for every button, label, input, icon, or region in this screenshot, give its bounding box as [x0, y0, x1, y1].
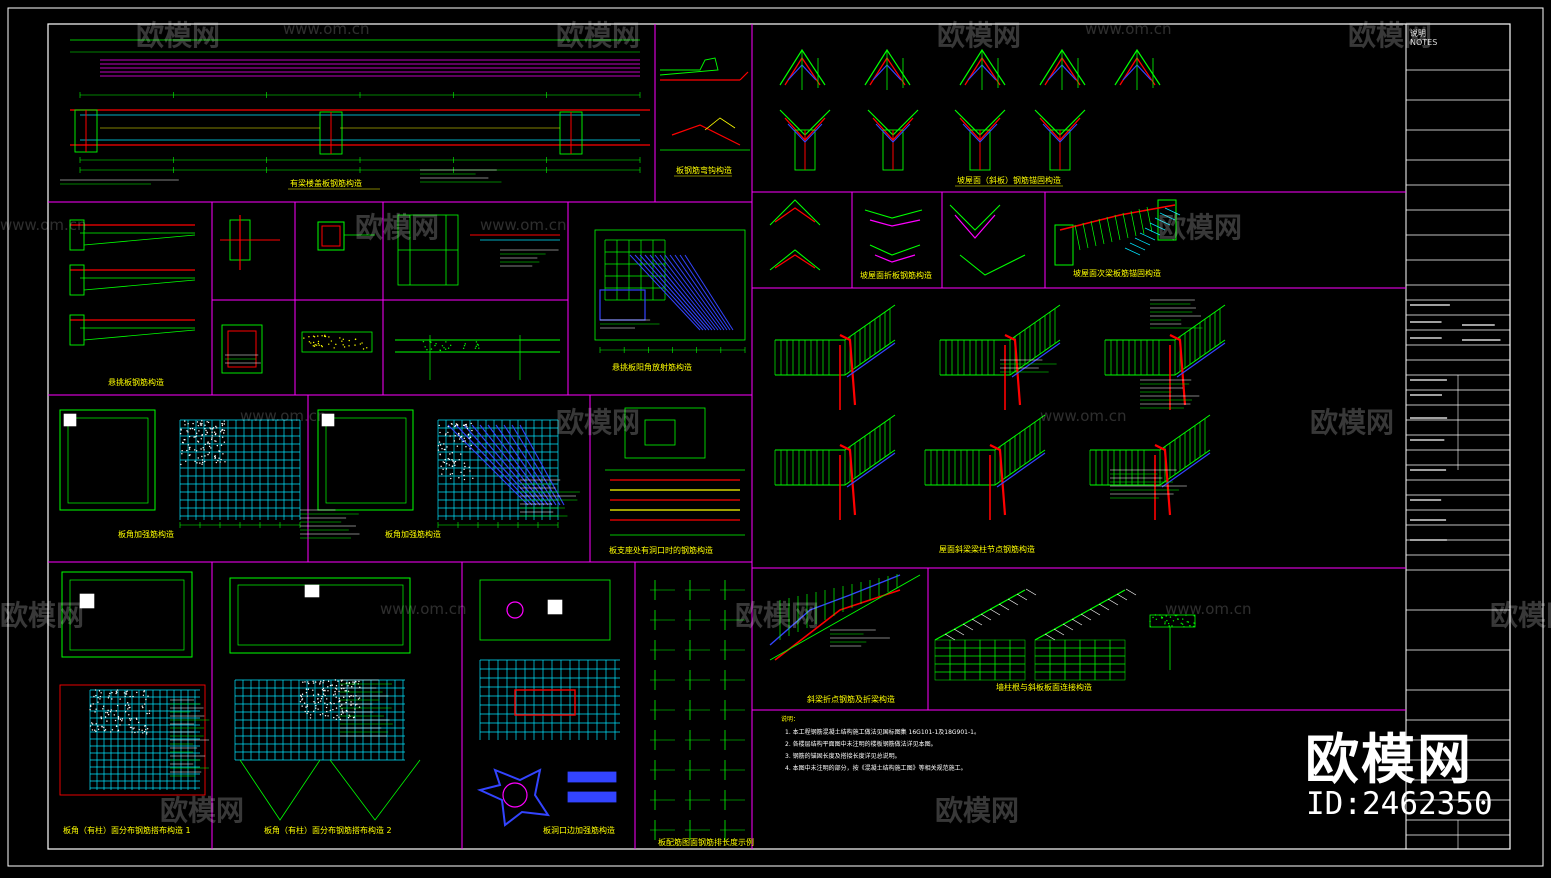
- caption-p8: 板角加强筋构造: [118, 529, 174, 539]
- caption-p9: 板角加强筋构造: [385, 529, 441, 539]
- caption-p2: 板钢筋弯钩构造: [676, 165, 732, 175]
- notes-line-1: 1. 本工程钢筋混凝土结构施工做法见国标图集 16G101-1及18G901-1…: [785, 728, 980, 736]
- caption-p10: 板支座处有洞口时的钢筋构造: [609, 545, 713, 555]
- caption-p4: 悬挑板钢筋构造: [108, 377, 164, 387]
- drawing-frame: [47, 23, 1511, 850]
- notes-line-4: 4. 本图中未注明的部分，按《混凝土结构施工图》等相关规范施工。: [785, 764, 967, 772]
- title-block: [1406, 69, 1510, 849]
- panel-captions: 有梁楼盖板钢筋构造 板钢筋弯钩构造 坡屋面（斜板）钢筋锚固构造 悬挑板钢筋构造 …: [63, 165, 1161, 847]
- notes-title-en: NOTES: [1410, 38, 1438, 47]
- notes-heading: 说明：: [781, 715, 799, 723]
- notes-line-2: 2. 各楼层结构平面图中未注明的楼板钢筋做法详见本图。: [785, 740, 937, 748]
- resource-id-text: ID:2462350: [1306, 786, 1493, 822]
- caption-p5: 悬挑板阳角放射筋构造: [612, 362, 692, 372]
- caption-p1: 有梁楼盖板钢筋构造: [290, 178, 362, 188]
- notes-title-cn: 说明: [1410, 29, 1426, 38]
- caption-p16: 斜梁折点钢筋及折梁构造: [807, 694, 895, 704]
- caption-p6: 坡屋面折板钢筋构造: [860, 270, 932, 280]
- panel-dividers: [48, 24, 1406, 849]
- caption-p15: 板配筋图面钢筋排长度示例: [658, 837, 754, 847]
- notes-title: 说明 NOTES: [1410, 29, 1437, 47]
- caption-p12: 板角（有柱）面分布钢筋搭布构造 1: [63, 825, 191, 835]
- caption-p11: 屋面斜梁梁柱节点钢筋构造: [939, 544, 1035, 554]
- caption-p14: 板洞口边加强筋构造: [543, 825, 615, 835]
- caption-p7: 坡屋面次梁板筋锚固构造: [1073, 268, 1161, 278]
- caption-p13: 板角（有柱）面分布钢筋搭布构造 2: [264, 825, 392, 835]
- notes-line-3: 3. 钢筋的锚固长度及搭接长度详见总说明。: [785, 752, 901, 760]
- caption-p17: 墙柱根与斜板板面连接构造: [996, 682, 1092, 692]
- drawing-artwork: [59, 39, 1226, 840]
- brand-logo-text: 欧模网: [1305, 728, 1473, 791]
- general-notes: 说明： 1. 本工程钢筋混凝土结构施工做法见国标图集 16G101-1及18G9…: [781, 715, 980, 772]
- sheet-border: [7, 7, 1544, 867]
- caption-p3: 坡屋面（斜板）钢筋锚固构造: [957, 175, 1061, 185]
